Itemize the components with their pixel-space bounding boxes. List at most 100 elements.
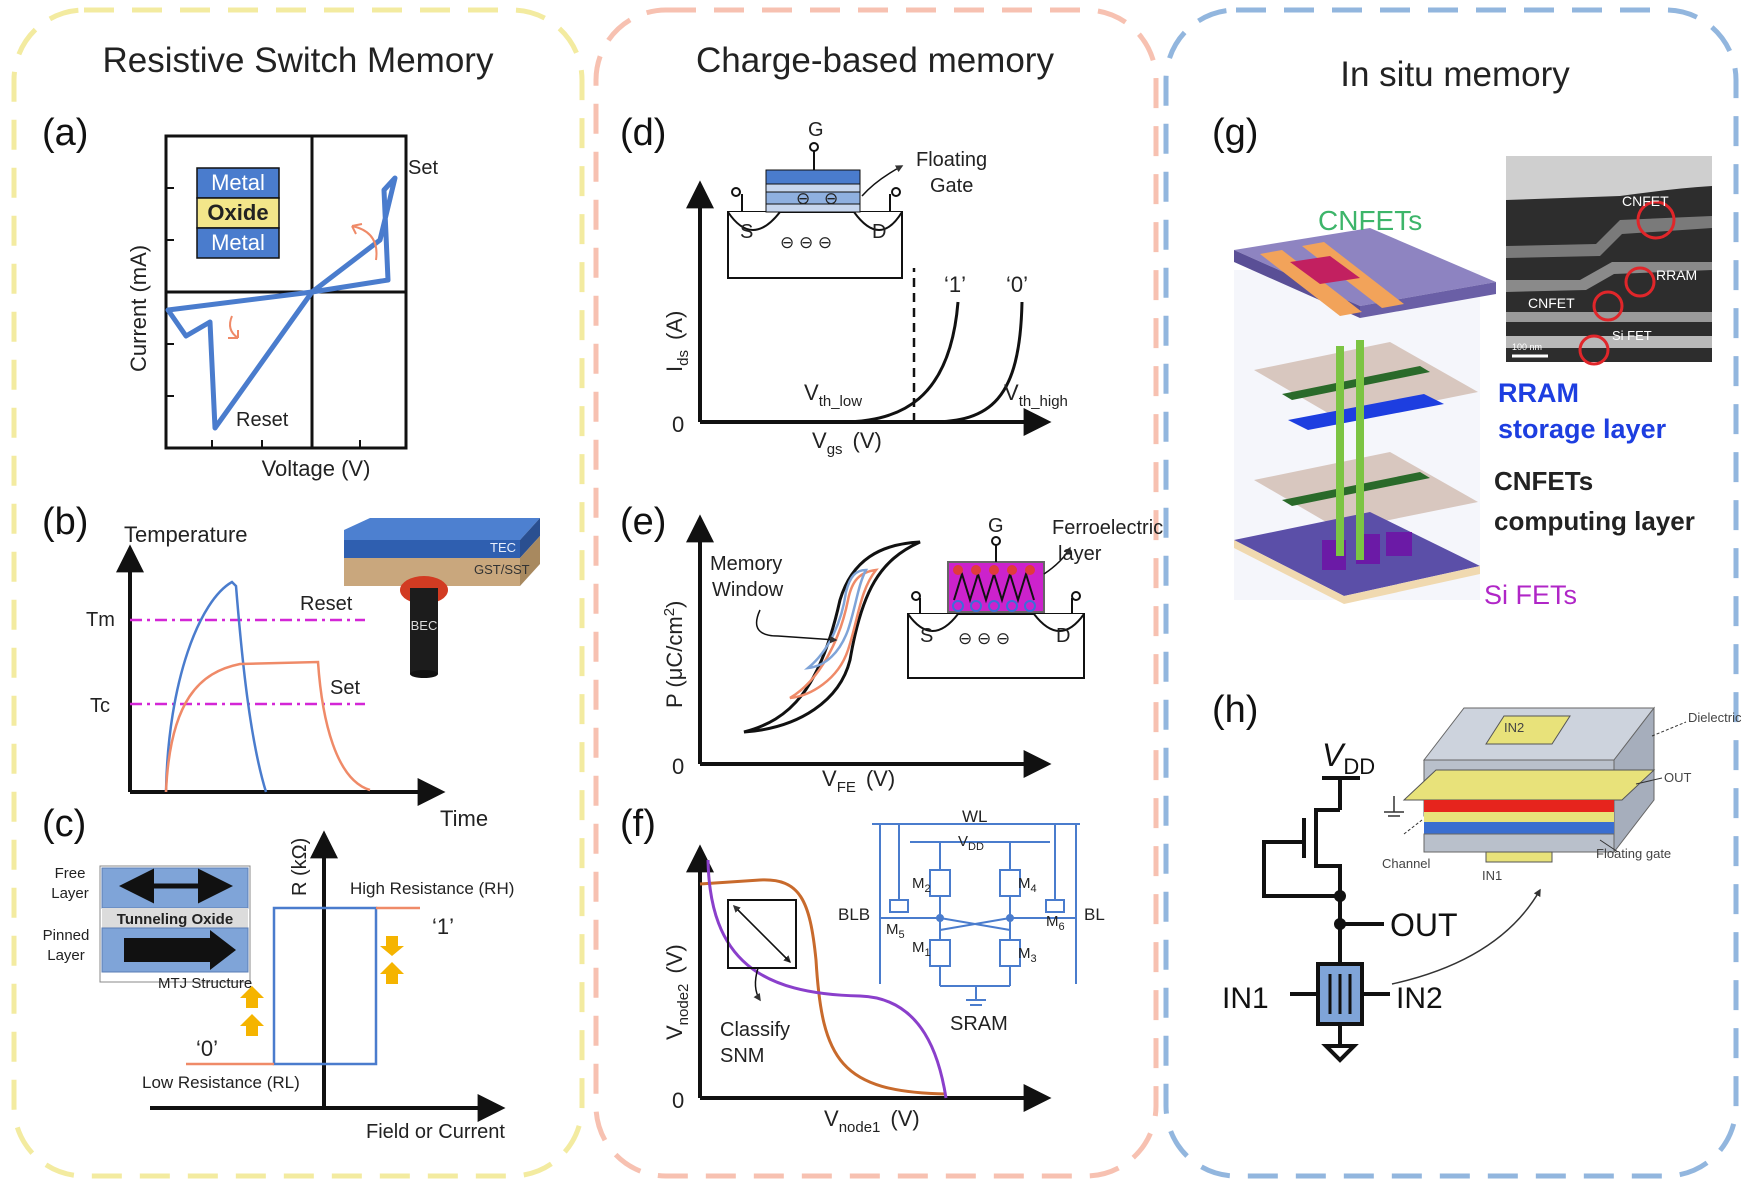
reset-pulse <box>164 580 268 793</box>
panel-e-label: (e) <box>620 501 666 543</box>
tem-scale-label: 100 nm <box>1512 342 1542 352</box>
vtc-curve-purple <box>706 859 948 1099</box>
stack-oxide: Oxide <box>207 200 268 225</box>
cnfets-computing-label: CNFETs <box>1494 466 1593 496</box>
panel-c: (c) High Resistance (RH) Low Resistance … <box>42 803 514 1143</box>
voltage-axis-label: Voltage (V) <box>262 456 371 481</box>
ferroelectric-label-2: layer <box>1058 543 1102 565</box>
computing-layer-label: computing layer <box>1494 506 1695 536</box>
snm-label: SNM <box>720 1045 764 1067</box>
sram-vdd-label: VDD <box>958 833 984 853</box>
stack-metal-bottom: Metal <box>211 230 265 255</box>
vth-low-label: Vth_low <box>804 380 862 410</box>
sram-schematic <box>872 823 1080 1006</box>
classify-label: Classify <box>720 1019 790 1041</box>
channel-label: Channel <box>1382 856 1431 871</box>
floating-gate-transistor: G S D ⊖ ⊖ ⊖ ⊖ ⊖ Floating Gate <box>727 119 987 279</box>
vnode2-axis-label: Vnode2(V) <box>662 944 692 1040</box>
stack-metal-top: Metal <box>211 170 265 195</box>
memory-window-label: Memory <box>710 553 782 575</box>
pinned-layer-label-2: Layer <box>47 947 85 964</box>
snm-square <box>727 899 797 969</box>
device-3d-illustration: IN2 Dielectric OUT Channel IN1 Floating … <box>1382 706 1742 883</box>
charge-title: Charge-based memory <box>696 41 1054 80</box>
time-axis-label: Time <box>440 806 488 831</box>
field-axis-label: Field or Current <box>366 1121 505 1143</box>
sram-label: SRAM <box>950 1013 1008 1035</box>
free-layer-label-2: Layer <box>51 885 89 902</box>
ferroelectric-label: Ferroelectric <box>1052 517 1163 539</box>
m2-label: M2 <box>912 875 931 895</box>
panel-c-label: (c) <box>42 803 86 845</box>
panel-a-label: (a) <box>42 112 88 154</box>
device-out-label: OUT <box>1664 770 1692 785</box>
m6-label: M6 <box>1046 913 1065 933</box>
high-resistance-label: High Resistance (RH) <box>350 879 514 898</box>
origin-zero-f: 0 <box>672 1088 684 1113</box>
low-resistance-label: Low Resistance (RL) <box>142 1073 300 1092</box>
dielectric-label: Dielectric <box>1688 710 1742 725</box>
fe-loop-orange <box>789 568 879 700</box>
floating-gate-label-2: Gate <box>930 175 973 197</box>
panel-f-label: (f) <box>620 803 656 845</box>
gate-label: G <box>808 119 824 141</box>
fe-loop-blue <box>803 568 869 670</box>
tem-rram-label: RRAM <box>1656 267 1697 283</box>
temperature-axis-label: Temperature <box>124 522 248 547</box>
panel-b-label: (b) <box>42 501 88 543</box>
free-layer-label: Free <box>55 865 86 882</box>
wl-label: WL <box>962 807 988 826</box>
in2-label: IN2 <box>1396 982 1443 1015</box>
origin-zero: 0 <box>672 412 684 437</box>
vnode1-axis-label: Vnode1(V) <box>824 1106 920 1136</box>
resistive-title: Resistive Switch Memory <box>103 41 494 80</box>
state-one-label: ‘1’ <box>432 914 454 939</box>
curve-state-0 <box>929 301 1024 424</box>
insitu-title: In situ memory <box>1340 55 1570 94</box>
ids-axis-label: Ids(A) <box>662 311 692 372</box>
panel-h: (h) VDD OUT IN1 IN2 <box>1212 689 1742 1063</box>
set-line-label: Set <box>330 677 360 699</box>
cnfets-label: CNFETs <box>1318 205 1422 236</box>
set-label: Set <box>408 157 438 179</box>
vgs-axis-label: Vgs(V) <box>812 428 882 458</box>
fefet: G S D ⊖ ⊖ ⊖ Ferroelectric layer <box>907 515 1163 679</box>
state-zero-label: ‘0’ <box>196 1036 218 1061</box>
mtj-structure-label: MTJ Structure <box>158 975 252 992</box>
m1-label: M1 <box>912 939 931 959</box>
panel-h-label: (h) <box>1212 689 1258 731</box>
panel-e: (e) Memory Window P (μC/cm2) VFE(V) 0 G … <box>620 501 1163 796</box>
bl-label: BL <box>1084 905 1105 924</box>
blb-label: BLB <box>838 905 870 924</box>
source-label: S <box>740 221 753 243</box>
tunneling-oxide-label: Tunneling Oxide <box>117 911 233 928</box>
mim-stack: Metal Oxide Metal <box>196 167 280 259</box>
tem-cnfet-label: CNFET <box>1622 193 1669 209</box>
tem-cnfet2-label: CNFET <box>1528 295 1575 311</box>
panel-f: (f) Classify SNM Vnode2(V) Vnode1(V) 0 <box>620 803 1105 1136</box>
panel-g: (g) CNFETs RRAM storage layer CNFE <box>1212 112 1712 610</box>
origin-zero-e: 0 <box>672 754 684 779</box>
tem-sifet-label: Si FET <box>1612 328 1652 343</box>
fg-electron-2: ⊖ <box>824 189 838 208</box>
fe-gate-label: G <box>988 515 1004 537</box>
fe-source-label: S <box>920 625 933 647</box>
vfe-axis-label: VFE(V) <box>822 766 895 796</box>
m5-label: M5 <box>886 921 905 941</box>
set-pulse <box>164 660 371 793</box>
fe-drain-label: D <box>1056 625 1070 647</box>
in1-label: IN1 <box>1222 982 1269 1015</box>
tem-image: CNFET RRAM CNFET Si FET 100 nm <box>1506 156 1712 366</box>
fe-channel-electrons: ⊖ ⊖ ⊖ <box>958 629 1010 648</box>
reset-label: Reset <box>236 409 289 431</box>
panel-a: (a) Metal Oxide Metal Set Reset Current … <box>42 112 438 481</box>
inverter-schematic <box>1262 776 1390 1063</box>
state-0-label: ‘0’ <box>1006 272 1028 297</box>
bec-label: BEC <box>411 618 438 633</box>
panel-b: (b) Temperature Time Tm Tc Reset Set TEC… <box>42 501 540 831</box>
channel-electrons: ⊖ ⊖ ⊖ <box>780 233 832 252</box>
resistance-axis-label: R (kΩ) <box>289 838 311 896</box>
pcm-cell-illustration: TEC GST/SST BEC <box>344 518 540 678</box>
reset-line-label: Reset <box>300 593 353 615</box>
panel-d: (d) ‘1’ ‘0’ Vth_low Vth_high Vgs(V) Ids(… <box>620 112 1068 458</box>
